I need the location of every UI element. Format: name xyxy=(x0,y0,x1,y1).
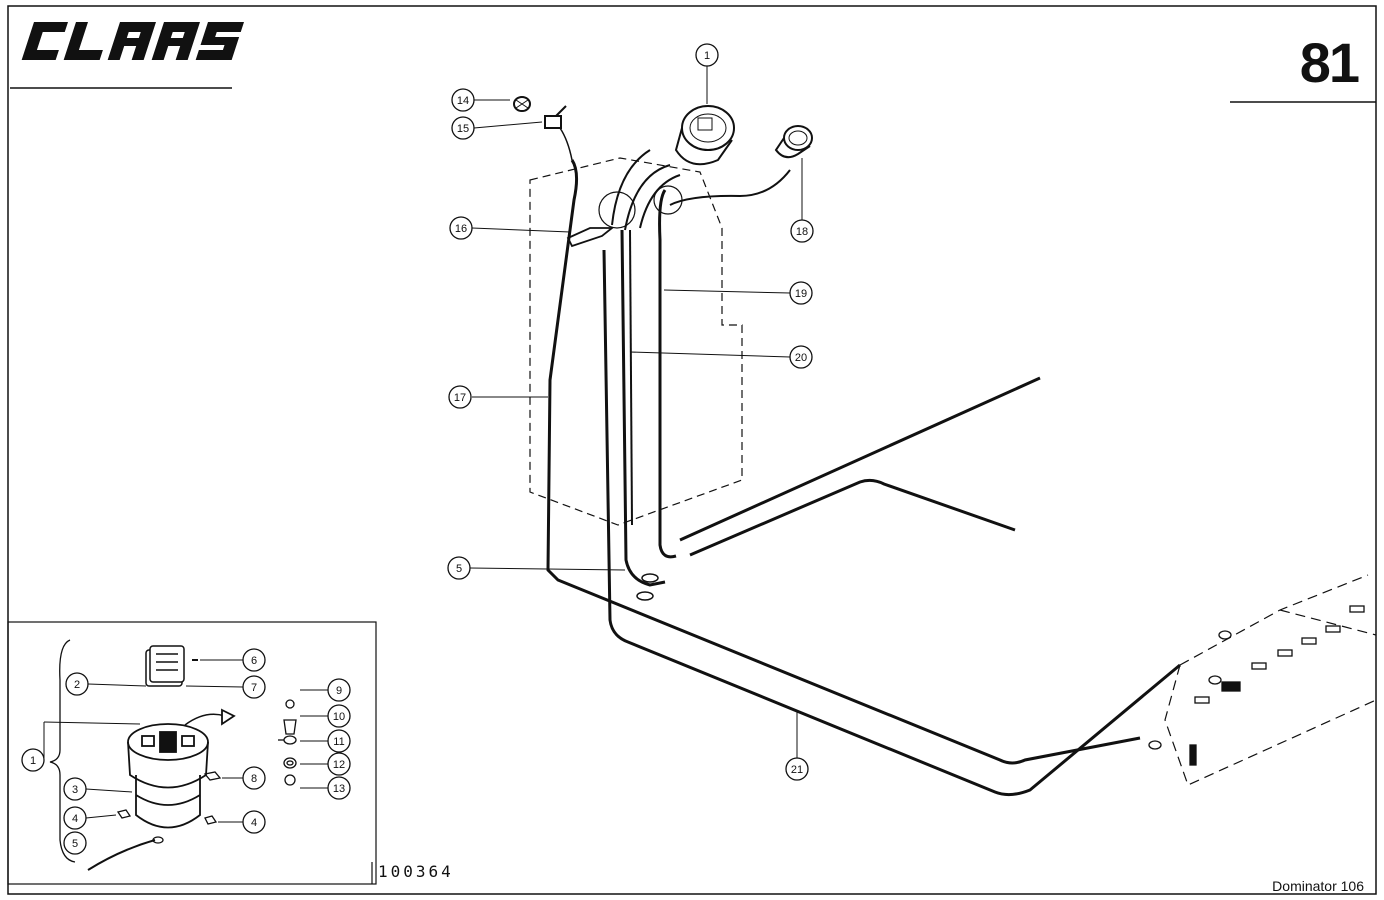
wire-19-top xyxy=(669,169,791,206)
document-number: 100364 xyxy=(378,862,454,881)
wire-21 xyxy=(602,249,1181,797)
callout-17[interactable]: 17 xyxy=(448,385,472,409)
switch-15 xyxy=(544,105,573,161)
inset-terminal xyxy=(152,836,164,844)
grommet-top-right xyxy=(653,185,683,215)
platform-edge-upper xyxy=(679,376,1041,542)
svg-text:2: 2 xyxy=(74,679,80,691)
svg-text:5: 5 xyxy=(456,563,462,575)
inset-callout-8[interactable]: 8 xyxy=(242,766,266,790)
inset-wire-5 xyxy=(87,839,156,871)
rear-panel-lamps xyxy=(1148,605,1365,766)
callout-5[interactable]: 5 xyxy=(447,556,471,580)
svg-text:7: 7 xyxy=(251,682,257,694)
inset-callouts: 6 2 7 9 10 1 11 12 3 8 13 4 4 5 xyxy=(21,648,351,855)
svg-text:1: 1 xyxy=(30,755,36,767)
svg-text:11: 11 xyxy=(333,736,344,748)
svg-text:18: 18 xyxy=(796,226,808,238)
inset-callout-3[interactable]: 3 xyxy=(63,777,87,801)
inset-callout-6[interactable]: 6 xyxy=(242,648,266,672)
inset-callout-10[interactable]: 10 xyxy=(327,704,351,728)
svg-text:21: 21 xyxy=(791,764,803,776)
inset-card-2 xyxy=(145,645,185,687)
inset-callout-5[interactable]: 5 xyxy=(63,831,87,855)
callout-21[interactable]: 21 xyxy=(785,757,809,781)
svg-text:14: 14 xyxy=(457,95,469,107)
svg-text:6: 6 xyxy=(251,655,257,667)
svg-text:1: 1 xyxy=(704,50,710,62)
inset-callout-4-left[interactable]: 4 xyxy=(63,806,87,830)
inset-callout-1[interactable]: 1 xyxy=(21,748,45,772)
inset-callout-11[interactable]: 11 xyxy=(327,729,351,753)
callout-15[interactable]: 15 xyxy=(451,116,475,140)
rear-panel-outline xyxy=(1164,574,1377,786)
inset-border xyxy=(7,621,377,885)
svg-text:9: 9 xyxy=(336,685,342,697)
callout-14[interactable]: 14 xyxy=(451,88,475,112)
inset-switch-body xyxy=(127,708,236,829)
svg-text:3: 3 xyxy=(72,784,78,796)
inset-diagram: 6 2 7 9 10 1 11 12 3 8 13 4 4 5 xyxy=(7,621,377,885)
svg-text:5: 5 xyxy=(72,838,78,850)
brand-logo xyxy=(21,22,244,60)
model-name: Dominator 106 xyxy=(1272,878,1364,894)
callout-1[interactable]: 1 xyxy=(695,43,719,67)
connector-16 xyxy=(566,227,615,248)
inset-callout-4-right[interactable]: 4 xyxy=(242,810,266,834)
bulb-14 xyxy=(513,96,531,112)
gauge-18 xyxy=(774,125,813,159)
wire-20 xyxy=(620,229,666,587)
wire-19 xyxy=(658,189,677,559)
svg-text:4: 4 xyxy=(72,813,78,825)
inset-small-parts xyxy=(116,659,297,825)
main-diagram xyxy=(469,66,1377,797)
inset-callout-7[interactable]: 7 xyxy=(242,675,266,699)
svg-text:16: 16 xyxy=(455,223,467,235)
grommet-top-left xyxy=(598,191,636,229)
svg-text:13: 13 xyxy=(333,783,345,795)
wire-17 xyxy=(546,159,1141,765)
svg-text:17: 17 xyxy=(454,392,466,404)
ground-point xyxy=(641,573,659,583)
main-callouts: 1 14 15 16 17 18 19 20 5 21 xyxy=(447,43,814,781)
ground-point-2 xyxy=(636,591,654,601)
page-border xyxy=(7,5,1377,895)
inset-callout-13[interactable]: 13 xyxy=(327,776,351,800)
svg-text:4: 4 xyxy=(251,817,257,829)
inset-callout-2[interactable]: 2 xyxy=(65,672,89,696)
inset-leader-lines xyxy=(43,659,328,823)
svg-text:15: 15 xyxy=(457,123,469,135)
gauge-1 xyxy=(674,105,735,166)
svg-text:12: 12 xyxy=(333,759,345,771)
platform-edge-inner xyxy=(689,478,1016,557)
page-number: 81 xyxy=(1299,31,1360,94)
leader-lines xyxy=(469,66,803,758)
inset-callout-12[interactable]: 12 xyxy=(327,752,351,776)
callout-16[interactable]: 16 xyxy=(449,216,473,240)
callout-18[interactable]: 18 xyxy=(790,219,814,243)
callout-19[interactable]: 19 xyxy=(789,281,813,305)
svg-text:20: 20 xyxy=(795,352,807,364)
inset-bracket xyxy=(49,639,76,863)
dashboard-outline xyxy=(529,157,743,526)
wire-20-inner xyxy=(629,229,633,526)
svg-text:19: 19 xyxy=(795,288,807,300)
callout-20[interactable]: 20 xyxy=(789,345,813,369)
inset-callout-9[interactable]: 9 xyxy=(327,678,351,702)
svg-text:10: 10 xyxy=(333,711,345,723)
svg-text:8: 8 xyxy=(251,773,257,785)
